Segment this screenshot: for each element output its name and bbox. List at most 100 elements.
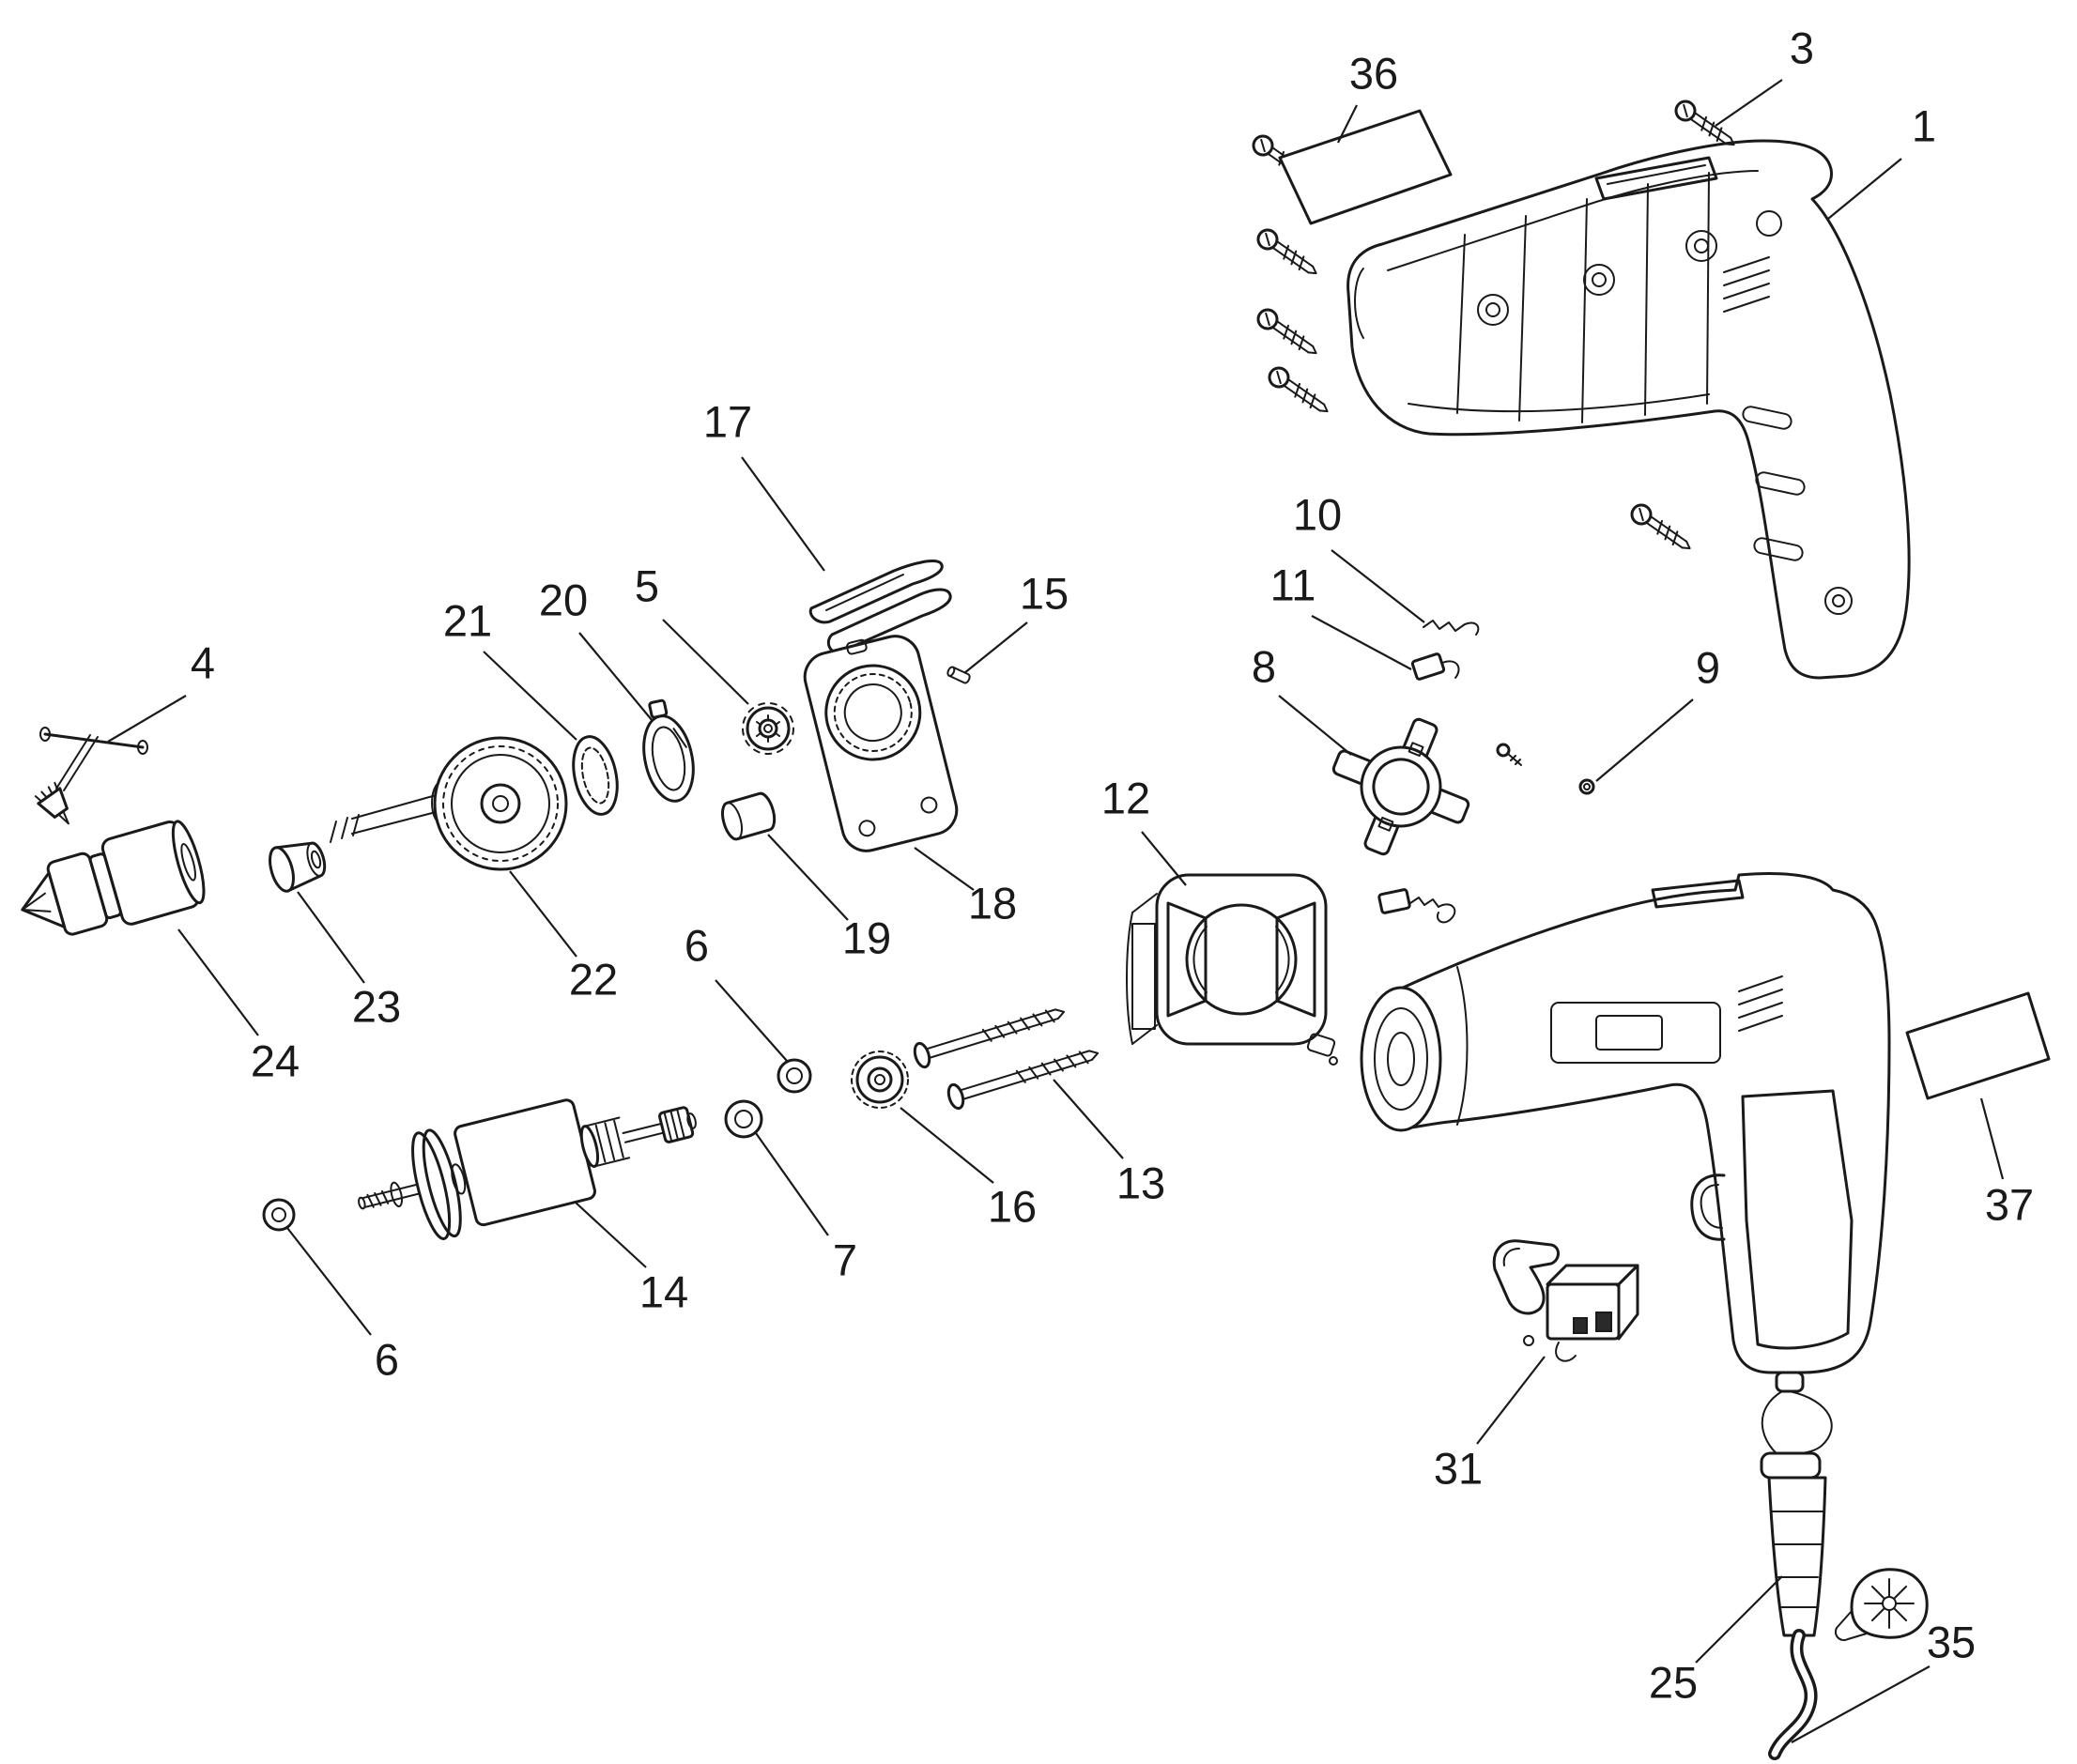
field [1126,873,1338,1066]
washer-front [777,1058,812,1094]
part-number: 23 [352,981,401,1031]
cord-clip [1835,1568,1929,1641]
callout-brush: 11 [1270,560,1412,670]
part-number: 10 [1293,489,1342,539]
leader-line [1979,1097,2005,1180]
brush-lower [1377,888,1456,924]
housing-half [1346,139,1911,680]
leader-line [662,619,749,705]
part-number: 6 [685,920,709,970]
leader-line [1337,104,1358,144]
retaining-ring [642,698,695,803]
callout-housing-half: 1 [1827,100,1936,220]
washer-rear [262,1198,296,1232]
part-number: 5 [635,560,659,610]
gear-spindle [330,736,568,871]
callout-cord-clip: 35 [1791,1617,1976,1743]
part-number: 13 [1116,1158,1165,1207]
part-number: 21 [443,595,492,645]
callout-side-label: 37 [1979,1097,2034,1229]
leader-line [1053,1079,1124,1159]
motor-housing [1360,872,1891,1393]
flat-washer [724,1099,763,1139]
part-number: 9 [1696,642,1720,692]
lock-levers [808,560,952,654]
leader-line [1695,1575,1783,1664]
end-plate [803,635,959,852]
leader-line [767,834,849,921]
callout-fan: 16 [900,1107,1037,1231]
side-label [1905,991,2051,1100]
leader-line [574,1201,647,1268]
callout-end-plate: 18 [914,847,1017,928]
callout-pin: 15 [963,568,1069,674]
callout-nameplate-label: 36 [1337,48,1398,144]
callout-spacer-sleeve: 19 [767,834,891,962]
part-number: 36 [1349,48,1398,98]
callout-retaining-ring: 20 [539,575,654,722]
callout-washer-front: 6 [685,920,788,1062]
callout-switch: 31 [1434,1356,1546,1493]
leader-line [578,632,654,722]
leader-line [1278,695,1352,756]
clutch-washer [742,702,794,755]
switch [1492,1239,1639,1362]
fan [851,1051,909,1109]
callout-washer-rear: 6 [286,1227,399,1384]
part-number: 1 [1912,100,1936,150]
part-number: 22 [569,954,618,1004]
leader-line [1331,549,1425,623]
brush-holder [1331,717,1470,856]
leader-line [715,979,788,1062]
leader-line [1476,1356,1546,1445]
callout-clutch-washer: 5 [635,560,749,705]
leader-line [755,1132,829,1236]
callout-holder-screw: 9 [1595,642,1720,782]
pin [946,666,971,684]
part-number: 20 [539,575,588,624]
bushing [269,841,327,893]
leader-line [1141,831,1187,886]
part-number: 19 [842,913,891,962]
callout-field: 12 [1101,773,1187,886]
leader-line [914,847,975,891]
callout-brush-holder: 8 [1252,641,1352,756]
callout-bushing: 23 [297,891,401,1031]
part-number: 11 [1270,560,1316,609]
armature [358,1098,697,1241]
part-number: 7 [833,1235,857,1284]
field-screws [911,998,1103,1112]
wave-washer [572,735,619,816]
part-number: 3 [1790,23,1814,72]
part-number: 24 [251,1035,300,1085]
callout-housing-screw: 3 [1715,23,1814,127]
leader-line [509,870,577,958]
part-number: 31 [1434,1443,1483,1493]
leader-line [1827,158,1902,220]
chuck-key [34,727,148,825]
holder-screw [1496,743,1595,795]
callout-wave-washer: 21 [443,595,577,741]
leader-line [741,456,825,572]
callout-gear-spindle: 22 [509,870,618,1004]
leader-line [177,928,259,1036]
part-number: 35 [1927,1617,1976,1666]
part-number: 17 [703,396,752,446]
spacer-sleeve [721,791,777,841]
part-number: 4 [191,637,215,687]
brush-spring [1423,620,1480,636]
part-number: 8 [1252,641,1276,691]
leader-line [483,651,577,741]
cord-assembly [1760,1390,1833,1760]
leader-line [286,1227,372,1336]
part-number: 14 [639,1266,688,1316]
callout-chuck: 24 [177,928,300,1085]
leader-line [963,621,1028,674]
leader-line [900,1107,994,1184]
leader-line [107,695,187,743]
part-number: 12 [1101,773,1150,822]
brush [1410,652,1460,681]
